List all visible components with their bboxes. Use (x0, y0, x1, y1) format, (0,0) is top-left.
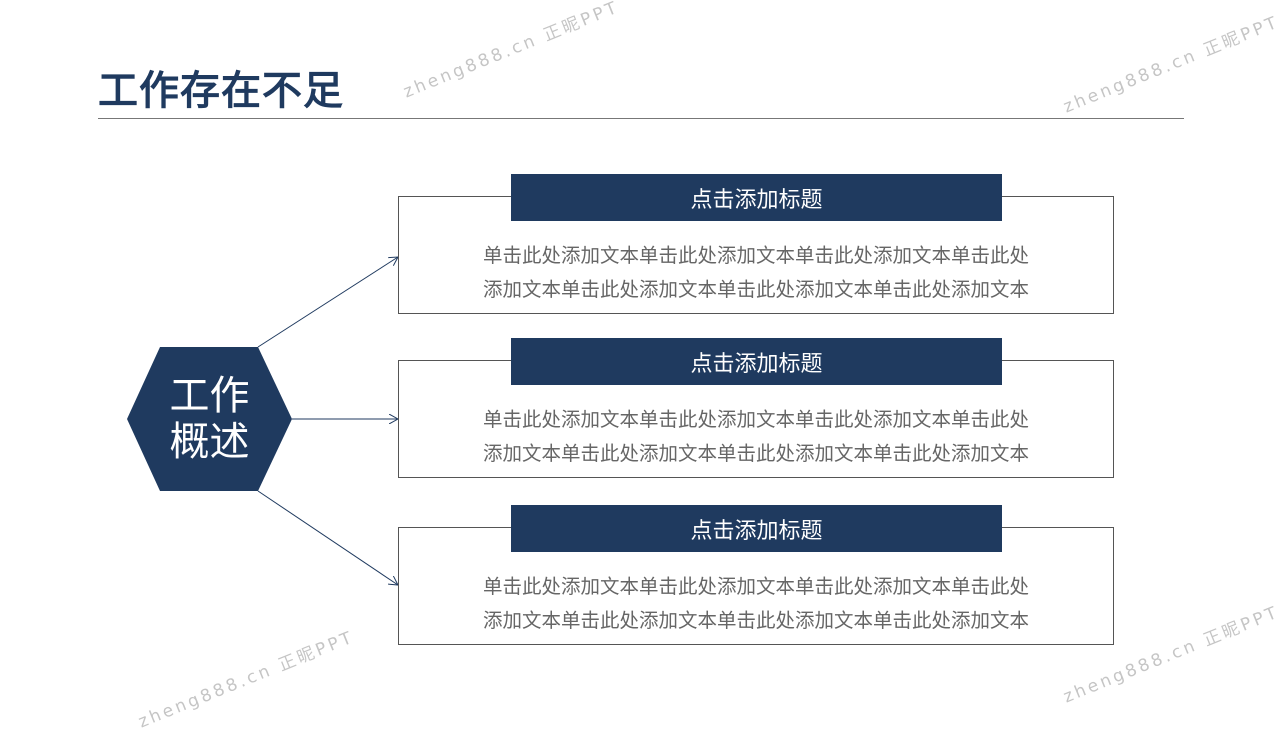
heading-bar-3: 点击添加标题 (511, 505, 1002, 552)
hub-label-line1: 工作 (169, 373, 250, 419)
hub-hexagon (127, 347, 292, 491)
page-title: 工作存在不足 (98, 68, 344, 114)
heading-bar-1: 点击添加标题 (511, 174, 1002, 221)
hub-label-line2: 概述 (169, 419, 250, 465)
body-line: 单击此处添加文本单击此处添加文本单击此处添加文本单击此处 (482, 575, 1029, 598)
title-divider (98, 118, 1184, 119)
connector-arrow-3 (257, 490, 398, 585)
body-line: 单击此处添加文本单击此处添加文本单击此处添加文本单击此处 (482, 408, 1029, 431)
content-box-2: 单击此处添加文本单击此处添加文本单击此处添加文本单击此处添加文本单击此处添加文本… (398, 360, 1114, 478)
body-line: 单击此处添加文本单击此处添加文本单击此处添加文本单击此处 (482, 244, 1029, 267)
connector-arrow-1 (257, 257, 398, 348)
hub-label: 工作概述 (127, 347, 292, 491)
body-line: 添加文本单击此处添加文本单击此处添加文本单击此处添加文本 (482, 609, 1029, 632)
body-line: 添加文本单击此处添加文本单击此处添加文本单击此处添加文本 (482, 278, 1029, 301)
body-line: 添加文本单击此处添加文本单击此处添加文本单击此处添加文本 (482, 442, 1029, 465)
heading-bar-2: 点击添加标题 (511, 338, 1002, 385)
